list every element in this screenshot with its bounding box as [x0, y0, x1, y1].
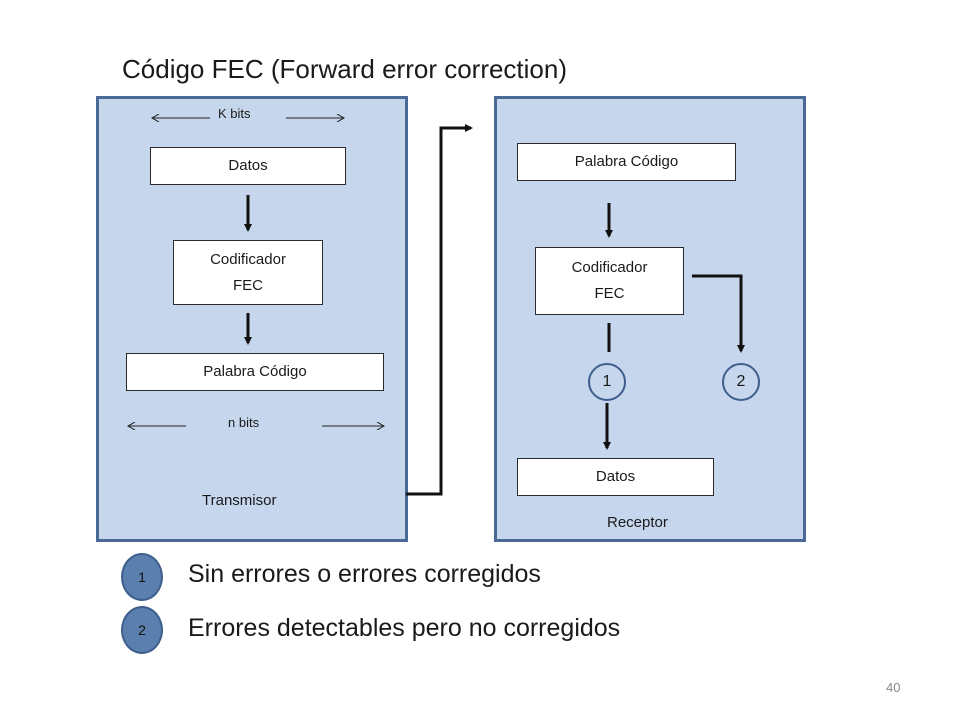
legend-1-circle: 1	[121, 553, 163, 601]
receiver-fec-decoder-box: Codificador FEC	[535, 247, 684, 315]
receiver-label: Receptor	[607, 514, 668, 531]
n-bits-label: n bits	[228, 415, 260, 430]
transmitter-label: Transmisor	[202, 492, 277, 509]
transmitter-data-box: Datos	[150, 147, 346, 185]
transmitter-codeword-box: Palabra Código	[126, 353, 384, 391]
legend-1-text: Sin errores o errores corregidos	[188, 560, 541, 588]
receiver-data-box: Datos	[517, 458, 714, 496]
legend-2-circle: 2	[121, 606, 163, 654]
outcome-2-circle: 2	[722, 363, 760, 401]
channel-arrow	[406, 124, 473, 496]
legend-2-text: Errores detectables pero no corregidos	[188, 614, 621, 642]
page-title: Código FEC (Forward error correction)	[122, 54, 568, 84]
receiver-codeword-box: Palabra Código	[517, 143, 736, 181]
outcome-1-circle: 1	[588, 363, 626, 401]
k-bits-label: K bits	[218, 106, 251, 121]
page-number: 40	[886, 680, 901, 695]
transmitter-fec-encoder-box: Codificador FEC	[173, 240, 323, 305]
